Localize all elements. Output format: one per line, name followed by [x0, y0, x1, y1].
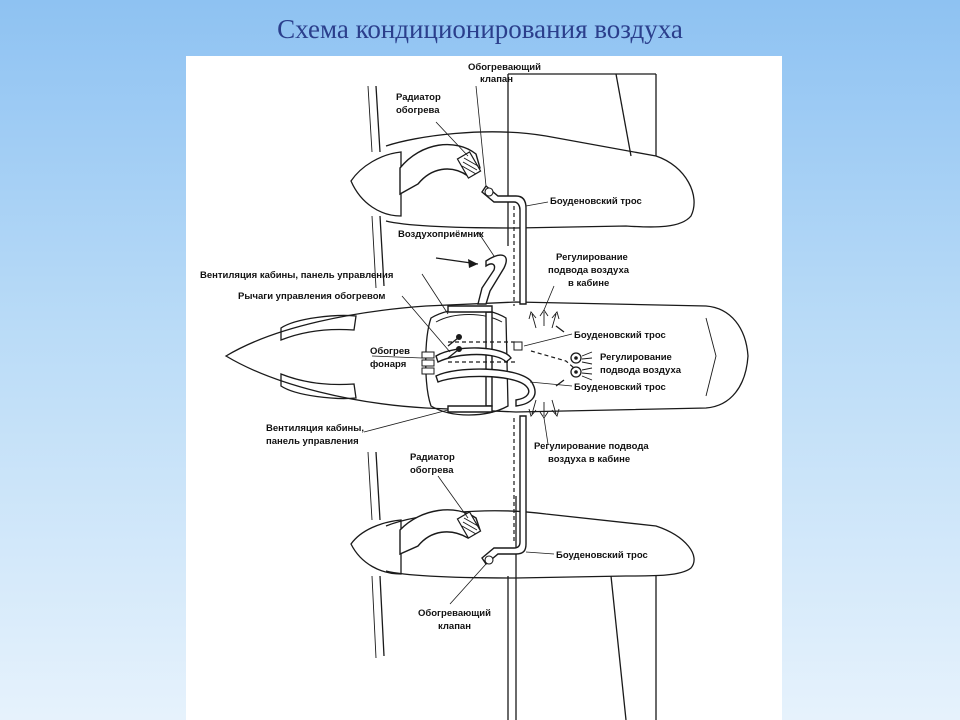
engine-nacelle-bottom — [350, 451, 695, 659]
label-heater-radiator-bottom-1: Радиатор — [410, 452, 455, 463]
diagram-panel: Обогревающий клапан Радиатор обогрева Бо… — [186, 56, 782, 720]
label-heating-valve-top-1: Обогревающий — [468, 62, 541, 73]
slide-title: Схема кондиционирования воздуха — [277, 14, 683, 44]
label-bowden-cable-mid2: Боуденовский трос — [574, 382, 666, 393]
label-air-supply-reg-top-3: в кабине — [568, 278, 609, 289]
label-air-supply-reg-top-2: подвода воздуха — [548, 265, 630, 276]
label-air-supply-reg-right-2: подвода воздуха — [600, 365, 682, 376]
label-cabin-vent-panel: Вентиляция кабины, панель управления — [200, 270, 393, 281]
wing-outline — [507, 73, 657, 720]
label-cabin-vent-lower-2: панель управления — [266, 436, 359, 447]
air-conditioning-diagram: Обогревающий клапан Радиатор обогрева Бо… — [200, 62, 749, 720]
label-canopy-heating-2: фонаря — [370, 359, 406, 370]
canopy-heating-knobs — [421, 351, 435, 375]
airflow-arrows — [435, 257, 560, 419]
label-air-supply-reg-right-1: Регулирование — [600, 352, 672, 363]
label-bowden-cable-mid1: Боуденовский трос — [574, 330, 666, 341]
diagram-labels: Обогревающий клапан Радиатор обогрева Бо… — [200, 62, 682, 632]
label-heating-valve-bottom-2: клапан — [438, 621, 471, 632]
label-heater-radiator-bottom-2: обогрева — [410, 465, 454, 476]
bowden-cables — [448, 206, 575, 544]
label-heater-radiator-top-2: обогрева — [396, 105, 440, 116]
heating-control-levers — [447, 334, 523, 359]
label-air-intake: Воздухоприёмник — [398, 229, 484, 240]
air-supply-knobs — [570, 351, 593, 381]
heater-radiator-bottom — [399, 509, 482, 556]
label-bowden-cable-bottom: Боуденовский трос — [556, 550, 648, 561]
label-heating-valve-top-2: клапан — [480, 74, 513, 85]
engine-nacelle-top — [350, 85, 695, 289]
label-cabin-vent-lower-1: Вентиляция кабины, — [266, 423, 364, 434]
label-heater-radiator-top-1: Радиатор — [396, 92, 441, 103]
heater-radiator-top — [399, 143, 482, 196]
fuselage — [224, 301, 749, 413]
air-ducts — [435, 184, 536, 566]
label-canopy-heating-1: Обогрев — [370, 346, 410, 357]
label-heating-valve-bottom-1: Обогревающий — [418, 608, 491, 619]
leader-lines — [363, 85, 573, 605]
label-heating-levers: Рычаги управления обогревом — [238, 291, 385, 302]
label-bowden-cable-top: Боуденовский трос — [550, 196, 642, 207]
label-air-supply-reg-top-1: Регулирование — [556, 252, 628, 263]
label-air-supply-reg-bottom-2: воздуха в кабине — [548, 454, 630, 465]
label-air-supply-reg-bottom-1: Регулирование подвода — [534, 441, 649, 452]
